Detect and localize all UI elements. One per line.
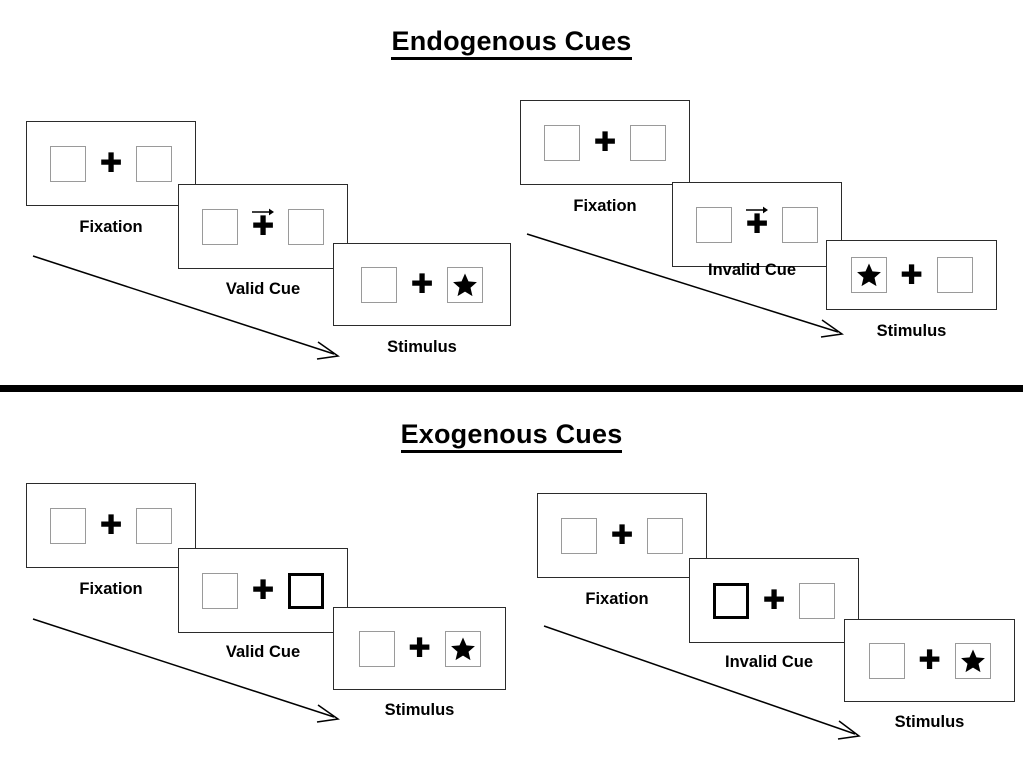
plus-icon: ✚ bbox=[900, 259, 923, 291]
star-icon bbox=[960, 649, 985, 672]
panel-label-exogenous-invalid-cue: Invalid Cue bbox=[724, 653, 814, 671]
panel-frame-exogenous-invalid-stimulus: ✚ bbox=[844, 619, 1015, 702]
plus-icon: ✚ bbox=[593, 127, 617, 158]
placeholder-box-left[interactable] bbox=[544, 124, 580, 161]
right-arrow-icon bbox=[746, 206, 768, 213]
fixation-cross: ✚ bbox=[251, 574, 275, 608]
plus-icon: ✚ bbox=[99, 510, 123, 541]
panel-frame-exogenous-valid-cue: ✚ bbox=[178, 548, 348, 633]
fixation-cross: ✚ bbox=[99, 147, 123, 181]
star-icon bbox=[856, 263, 881, 287]
placeholder-box-left[interactable] bbox=[361, 266, 397, 303]
panel-frame-exogenous-invalid-fixation: ✚ bbox=[537, 493, 707, 578]
panel-content: ✚ bbox=[202, 572, 324, 609]
panel-content: ✚ bbox=[361, 266, 483, 303]
panel-label-endogenous-valid-fixation: Fixation bbox=[79, 218, 143, 236]
star-icon bbox=[453, 273, 477, 296]
placeholder-box-right[interactable] bbox=[136, 507, 172, 544]
panel-content: ✚ bbox=[850, 257, 973, 293]
panel-content: ✚ bbox=[50, 507, 172, 544]
panel-frame-exogenous-valid-stimulus: ✚ bbox=[333, 607, 506, 690]
panel-frame-endogenous-invalid-fixation: ✚ bbox=[520, 100, 690, 185]
panel-label-endogenous-valid-stimulus: Stimulus bbox=[387, 338, 457, 356]
plus-icon: ✚ bbox=[610, 520, 634, 551]
placeholder-box-left[interactable] bbox=[561, 517, 597, 554]
placeholder-box-left-cued[interactable] bbox=[713, 582, 749, 619]
section-title-exogenous-text: Exogenous Cues bbox=[400, 419, 623, 453]
panel-frame-endogenous-valid-fixation: ✚ bbox=[26, 121, 196, 206]
panel-content: ✚ bbox=[358, 630, 481, 667]
section-title-endogenous: Endogenous Cues bbox=[0, 26, 1023, 60]
plus-icon: ✚ bbox=[762, 585, 786, 616]
panel-content: ✚ bbox=[202, 208, 324, 245]
placeholder-box-right[interactable] bbox=[647, 517, 683, 554]
fixation-cross: ✚ bbox=[410, 268, 434, 302]
placeholder-box-right[interactable] bbox=[630, 124, 666, 161]
panel-content: ✚ bbox=[696, 206, 818, 243]
placeholder-box-right[interactable] bbox=[799, 582, 835, 619]
plus-icon: ✚ bbox=[745, 209, 769, 240]
placeholder-box-left[interactable] bbox=[202, 208, 238, 245]
fixation-cross: ✚ bbox=[593, 126, 617, 160]
placeholder-box-right[interactable] bbox=[136, 145, 172, 182]
panel-frame-endogenous-invalid-cue: ✚ bbox=[672, 182, 842, 267]
panel-frame-exogenous-valid-fixation: ✚ bbox=[26, 483, 196, 568]
placeholder-box-left[interactable] bbox=[50, 507, 86, 544]
panel-label-exogenous-valid-stimulus: Stimulus bbox=[384, 701, 455, 719]
plus-icon: ✚ bbox=[99, 148, 123, 179]
fixation-cross: ✚ bbox=[408, 632, 431, 666]
panel-content: ✚ bbox=[50, 145, 172, 182]
placeholder-box-left-with-target[interactable] bbox=[850, 257, 887, 293]
placeholder-box-left[interactable] bbox=[202, 572, 238, 609]
right-arrow-icon bbox=[252, 208, 274, 215]
placeholder-box-left[interactable] bbox=[868, 642, 905, 679]
panel-label-endogenous-invalid-cue: Invalid Cue bbox=[707, 261, 797, 279]
fixation-cross: ✚ bbox=[762, 584, 786, 618]
panel-content: ✚ bbox=[561, 517, 683, 554]
star-icon bbox=[450, 637, 475, 660]
section-divider bbox=[0, 385, 1023, 392]
panel-label-exogenous-invalid-fixation: Fixation bbox=[585, 590, 649, 608]
panel-frame-endogenous-invalid-stimulus: ✚ bbox=[826, 240, 997, 310]
placeholder-box-right[interactable] bbox=[936, 257, 973, 293]
placeholder-box-left[interactable] bbox=[50, 145, 86, 182]
placeholder-box-right-with-target[interactable] bbox=[447, 266, 483, 303]
plus-icon: ✚ bbox=[918, 645, 941, 676]
placeholder-box-right-with-target[interactable] bbox=[444, 630, 481, 667]
fixation-cross: ✚ bbox=[610, 519, 634, 553]
fixation-cross: ✚ bbox=[99, 509, 123, 543]
panel-label-endogenous-invalid-fixation: Fixation bbox=[573, 197, 637, 215]
panel-label-exogenous-valid-cue: Valid Cue bbox=[225, 643, 301, 661]
panel-label-exogenous-invalid-stimulus: Stimulus bbox=[894, 713, 965, 731]
panel-label-endogenous-invalid-stimulus: Stimulus bbox=[876, 322, 947, 340]
panel-label-exogenous-valid-fixation: Fixation bbox=[79, 580, 143, 598]
placeholder-box-right-cued[interactable] bbox=[288, 572, 324, 609]
placeholder-box-right[interactable] bbox=[782, 206, 818, 243]
fixation-cross-with-cue: ✚ bbox=[251, 208, 275, 244]
panel-label-endogenous-valid-cue: Valid Cue bbox=[225, 280, 301, 298]
placeholder-box-right[interactable] bbox=[288, 208, 324, 245]
fixation-cross-with-cue: ✚ bbox=[745, 206, 769, 242]
panel-content: ✚ bbox=[713, 582, 835, 619]
panel-content: ✚ bbox=[544, 124, 666, 161]
panel-frame-endogenous-valid-cue: ✚ bbox=[178, 184, 348, 269]
plus-icon: ✚ bbox=[251, 211, 275, 242]
panel-content: ✚ bbox=[868, 642, 991, 679]
plus-icon: ✚ bbox=[410, 269, 434, 300]
plus-icon: ✚ bbox=[251, 575, 275, 606]
panel-frame-exogenous-invalid-cue: ✚ bbox=[689, 558, 859, 643]
placeholder-box-left[interactable] bbox=[696, 206, 732, 243]
placeholder-box-left[interactable] bbox=[358, 630, 395, 667]
placeholder-box-right-with-target[interactable] bbox=[954, 642, 991, 679]
section-title-endogenous-text: Endogenous Cues bbox=[391, 26, 632, 60]
fixation-cross: ✚ bbox=[900, 258, 923, 292]
section-title-exogenous: Exogenous Cues bbox=[0, 419, 1023, 453]
plus-icon: ✚ bbox=[408, 633, 431, 664]
fixation-cross: ✚ bbox=[918, 644, 941, 678]
panel-frame-endogenous-valid-stimulus: ✚ bbox=[333, 243, 511, 326]
